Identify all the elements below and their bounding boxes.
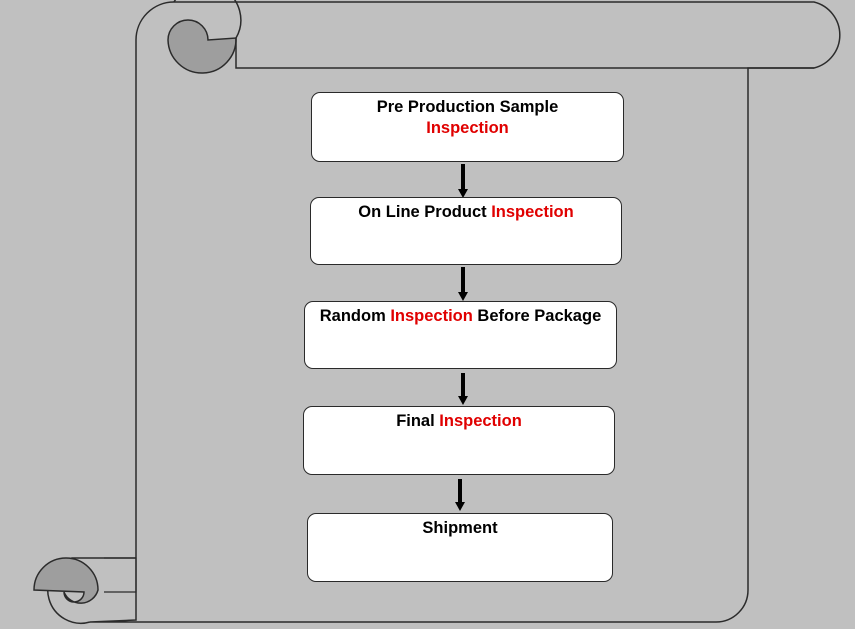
- step-box-random: Random Inspection Before Package: [304, 301, 617, 369]
- step-text: Pre Production Sample: [376, 98, 559, 116]
- step-text: Shipment: [422, 519, 498, 537]
- step-highlight: Inspection: [426, 119, 509, 137]
- top-curl-edge: [173, 0, 814, 69]
- step-box-on-line: On Line Product Inspection: [310, 197, 622, 265]
- step-highlight: Inspection: [439, 412, 522, 430]
- bottom-curl: [33, 557, 99, 604]
- arrow-down: [458, 373, 468, 405]
- arrow-down: [455, 479, 465, 511]
- step-text: Final: [396, 412, 440, 430]
- bottom-curl-fold: [104, 557, 137, 593]
- step-box-final: Final Inspection: [303, 406, 615, 475]
- top-curl: [167, 19, 237, 74]
- step-box-pre-production: Pre Production Sample Inspection: [311, 92, 624, 162]
- step-highlight: Inspection: [491, 203, 574, 221]
- step-text: On Line Product: [358, 203, 492, 221]
- step-box-shipment: Shipment: [307, 513, 613, 582]
- arrow-down: [458, 267, 468, 301]
- arrow-down: [458, 164, 468, 198]
- step-text: Random: [319, 307, 391, 325]
- step-highlight: Inspection: [390, 307, 473, 325]
- step-text-after: Before Package: [472, 307, 602, 325]
